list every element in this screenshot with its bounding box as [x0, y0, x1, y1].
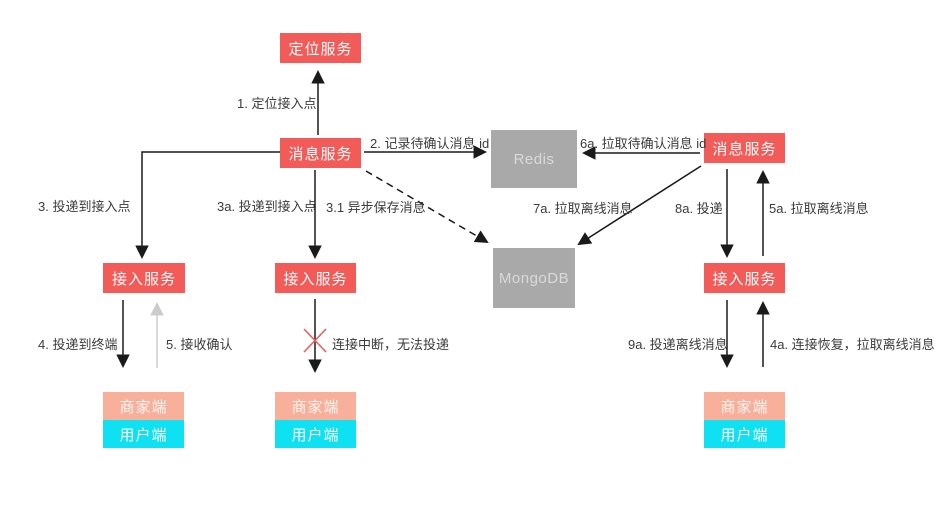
arrow-step7a-pull-offline: [577, 165, 702, 246]
label-step5a: 5a. 拉取离线消息: [769, 201, 869, 216]
node-location-service: 定位服务: [280, 33, 361, 63]
label-step9a: 9a. 投递离线消息: [628, 337, 728, 352]
label-step8a: 8a. 投递: [675, 201, 723, 216]
label-step6a: 6a. 拉取待确认消息 id: [580, 136, 707, 151]
arrow-step3-deliver: [135, 151, 280, 260]
failure-x-icon: [303, 328, 327, 353]
label-step7a: 7a. 拉取离线消息: [533, 201, 633, 216]
node-message-service-right: 消息服务: [704, 133, 785, 163]
label-step3: 3. 投递到接入点: [38, 199, 131, 214]
node-merchant-mid: 商家端: [275, 392, 356, 420]
label-step5: 5. 接收确认: [166, 337, 233, 352]
node-message-service-left: 消息服务: [280, 138, 361, 168]
label-step1: 1. 定位接入点: [237, 96, 317, 111]
node-redis: Redis: [491, 130, 577, 188]
node-merchant-left: 商家端: [103, 392, 184, 420]
label-step3-1: 3.1 异步保存消息: [326, 200, 426, 215]
node-user-right: 用户端: [704, 420, 785, 448]
label-step3a: 3a. 投递到接入点: [217, 199, 317, 214]
node-user-mid: 用户端: [275, 420, 356, 448]
label-step4a: 4a. 连接恢复，拉取离线消息: [770, 337, 935, 352]
label-disconnect: 连接中断，无法投递: [332, 337, 450, 352]
node-merchant-right: 商家端: [704, 392, 785, 420]
node-access-service-right: 接入服务: [704, 263, 785, 293]
label-step4: 4. 投递到终端: [38, 337, 118, 352]
node-user-left: 用户端: [103, 420, 184, 448]
node-mongodb: MongoDB: [493, 248, 575, 308]
node-access-service-left: 接入服务: [103, 263, 185, 293]
node-access-service-mid: 接入服务: [275, 263, 356, 293]
label-step2: 2. 记录待确认消息 id: [370, 136, 490, 151]
